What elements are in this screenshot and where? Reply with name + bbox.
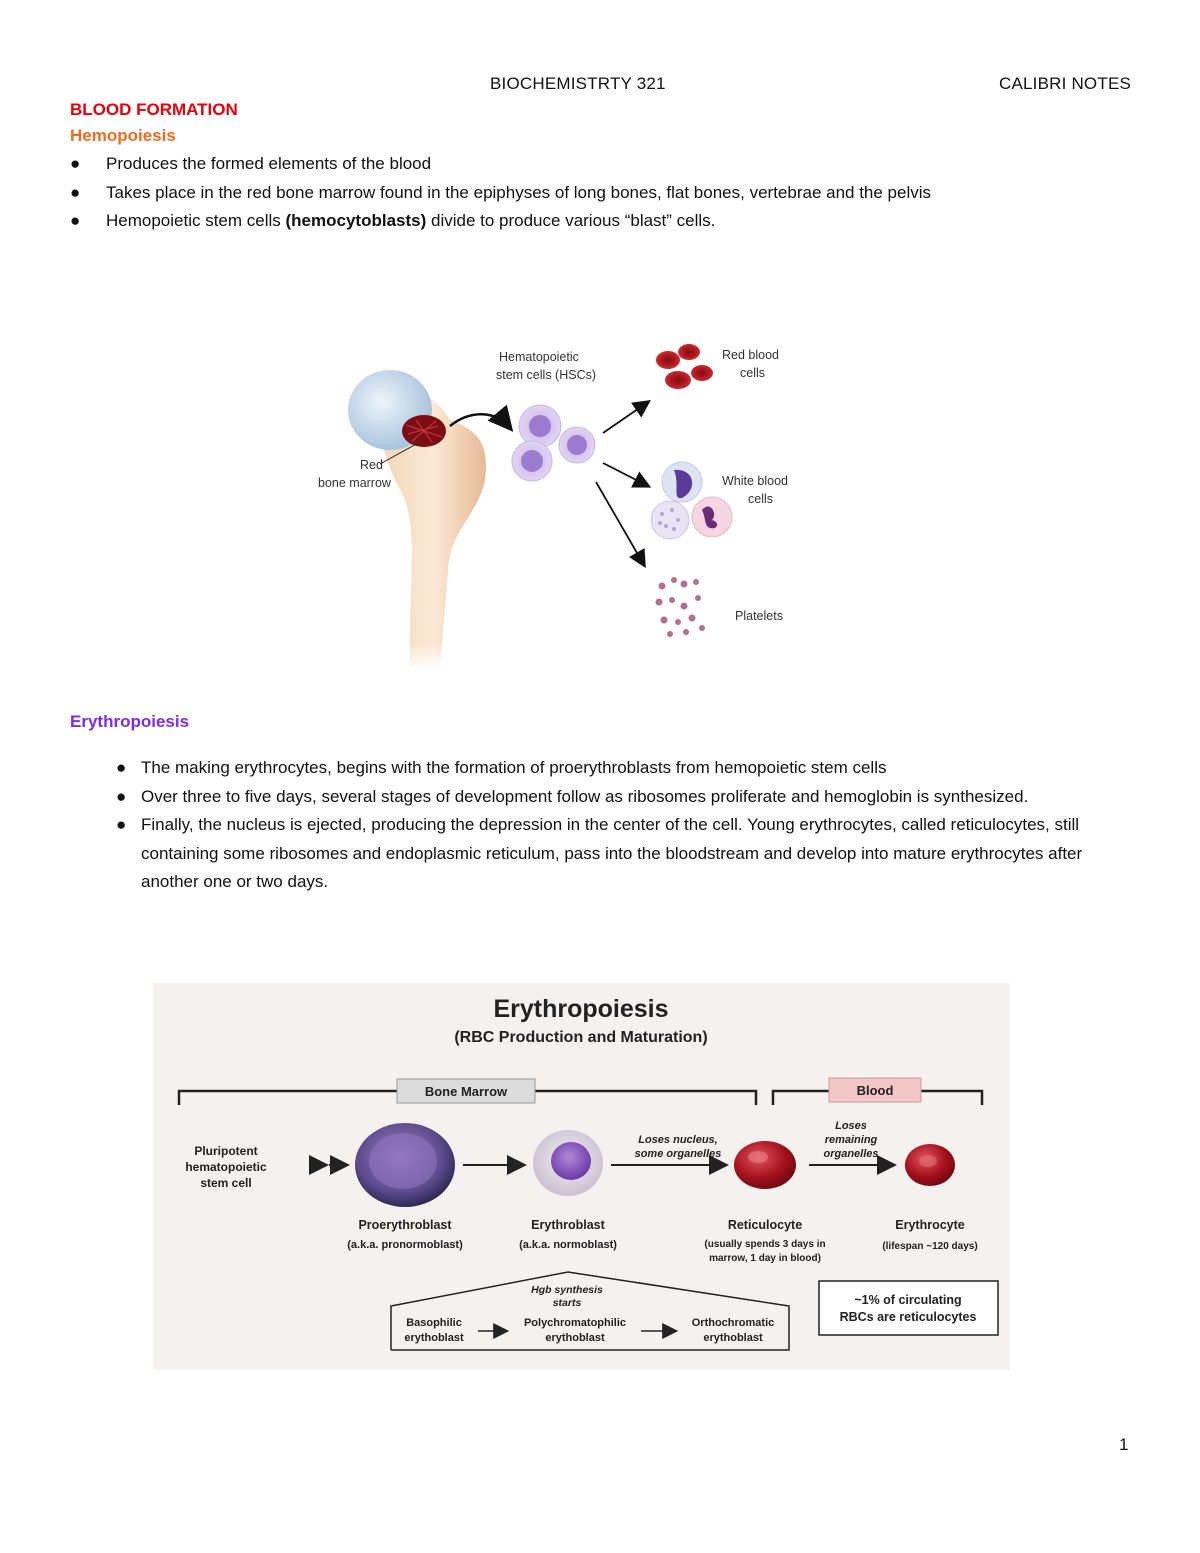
erythropoiesis-bullet-list: ● The making erythrocytes, begins with th…: [116, 754, 1096, 897]
hsc-cells: [511, 404, 596, 482]
diagram-subtitle: (RBC Production and Maturation): [454, 1029, 707, 1046]
platelets-label: Platelets: [735, 609, 783, 623]
bullet-text: Takes place in the red bone marrow found…: [106, 182, 932, 202]
marrow-to-hsc-arrow: [449, 404, 514, 432]
marrow-label-line1: Red: [360, 458, 383, 472]
circulating-note-line1: ~1% of circulating: [854, 1293, 961, 1307]
wbc-label-line1: White blood: [722, 474, 788, 488]
stem-cell-label-line1: Pluripotent: [194, 1144, 257, 1158]
erythrocyte-note: (lifespan ~120 days): [882, 1241, 977, 1252]
proerythroblast-cell: [355, 1123, 455, 1207]
orthochromatic-line1: Orthochromatic: [692, 1317, 775, 1329]
arrow-to-wbc: [602, 462, 652, 488]
erythrocyte-cell: [905, 1144, 955, 1186]
hgb-label-line2: starts: [553, 1297, 582, 1309]
stem-cell-label-line2: hematopoietic: [185, 1160, 267, 1174]
hematopoiesis-figure: Red bone marrow Hematopoietic stem cells…: [318, 344, 788, 670]
polychromatophilic-line2: erythoblast: [545, 1332, 605, 1344]
platelets: [655, 577, 705, 637]
header-notes-label: CALIBRI NOTES: [999, 74, 1132, 93]
bone-marrow-label-box: [396, 1078, 536, 1104]
bullet-icon: ●: [70, 154, 81, 173]
bone-marrow-label: Bone Marrow: [425, 1084, 508, 1099]
list-item: ● Over three to five days, several stages…: [116, 783, 1096, 812]
marrow-label-line2: bone marrow: [318, 476, 392, 490]
proerythroblast-label: Proerythroblast: [358, 1218, 452, 1232]
bullet-text-pre: Hemopoietic stem cells: [106, 211, 286, 230]
hemopoiesis-bullet-list: ● Produces the formed elements of the blo…: [70, 150, 1150, 236]
bone-illustration: [348, 370, 490, 670]
hgb-synthesis-bracket: [390, 1271, 790, 1351]
blood-label-box: [828, 1077, 922, 1103]
list-item: ● The making erythrocytes, begins with th…: [116, 754, 1096, 783]
arrow-to-platelets: [595, 481, 646, 569]
circulating-note-line2: RBCs are reticulocytes: [840, 1310, 977, 1324]
proerythroblast-aka: (a.k.a. pronormoblast): [347, 1239, 463, 1251]
header-course-title: BIOCHEMISTRTY 321: [490, 74, 666, 93]
hsc-label-line2: stem cells (HSCs): [496, 368, 596, 382]
erythrocyte-label: Erythrocyte: [895, 1218, 965, 1232]
bullet-text: Produces the formed elements of the bloo…: [106, 154, 432, 173]
list-item: ● Finally, the nucleus is ejected, produc…: [116, 811, 1096, 897]
bullet-text-post: divide to produce various “blast” cells.: [426, 211, 716, 230]
arrow-to-rbc: [602, 399, 651, 434]
red-blood-cells: [656, 344, 713, 389]
erythropoiesis-figure: Erythropoiesis (RBC Production and Matur…: [153, 983, 1010, 1370]
rbc-label-line2: cells: [740, 366, 765, 380]
bullet-icon: ●: [116, 786, 127, 806]
bullet-icon: ●: [70, 182, 81, 202]
bullet-text-bold: (hemocytoblasts): [285, 211, 427, 230]
basophilic-line1: Basophilic: [406, 1317, 462, 1329]
bullet-text: Finally, the nucleus is ejected, produci…: [141, 815, 1083, 891]
rbc-label-line1: Red blood: [722, 348, 779, 362]
erythroblast-label: Erythroblast: [531, 1218, 605, 1232]
loses-remaining-line3: organelles: [823, 1148, 878, 1160]
erythroblast-aka: (a.k.a. normoblast): [519, 1239, 617, 1251]
reticulocyte-note-line1: (usually spends 3 days in: [704, 1239, 825, 1250]
reticulocyte-cell: [734, 1141, 796, 1189]
circulating-note-box: [818, 1280, 999, 1336]
white-blood-cells: [650, 461, 733, 540]
loses-nucleus-line1: Loses nucleus,: [638, 1134, 717, 1146]
loses-nucleus-line2: some organelles: [635, 1148, 722, 1160]
blood-label: Blood: [857, 1083, 894, 1098]
list-item: ● Hemopoietic stem cells (hemocytoblasts)…: [70, 207, 1150, 236]
wbc-label-line2: cells: [748, 492, 773, 506]
bullet-icon: ●: [116, 815, 127, 834]
loses-remaining-line1: Loses: [835, 1120, 867, 1132]
list-item: ● Produces the formed elements of the blo…: [70, 150, 1150, 179]
red-bone-marrow: [379, 415, 446, 465]
diagram-title: Erythropoiesis: [493, 995, 668, 1023]
list-item: ● Takes place in the red bone marrow foun…: [70, 179, 1150, 208]
orthochromatic-line2: erythoblast: [703, 1332, 763, 1344]
section-heading-erythropoiesis: Erythropoiesis: [70, 712, 190, 731]
bullet-text: The making erythrocytes, begins with the…: [141, 758, 887, 777]
hgb-label-line1: Hgb synthesis: [531, 1284, 603, 1296]
reticulocyte-note-line2: marrow, 1 day in blood): [709, 1253, 821, 1264]
hsc-label-line1: Hematopoietic: [499, 350, 579, 364]
basophilic-line2: erythoblast: [404, 1332, 464, 1344]
stem-cell-label-line3: stem cell: [200, 1176, 251, 1190]
loses-remaining-line2: remaining: [825, 1134, 878, 1146]
bullet-text: Over three to five days, several stages …: [141, 786, 1029, 806]
polychromatophilic-line1: Polychromatophilic: [524, 1317, 626, 1329]
section-heading-hemopoiesis: Hemopoiesis: [70, 126, 176, 145]
page-number: 1: [1119, 1435, 1129, 1454]
page-title: BLOOD FORMATION: [70, 100, 238, 119]
bullet-icon: ●: [116, 758, 127, 777]
bullet-icon: ●: [70, 211, 81, 230]
erythroblast-cell: [533, 1130, 603, 1196]
reticulocyte-label: Reticulocyte: [728, 1218, 802, 1232]
